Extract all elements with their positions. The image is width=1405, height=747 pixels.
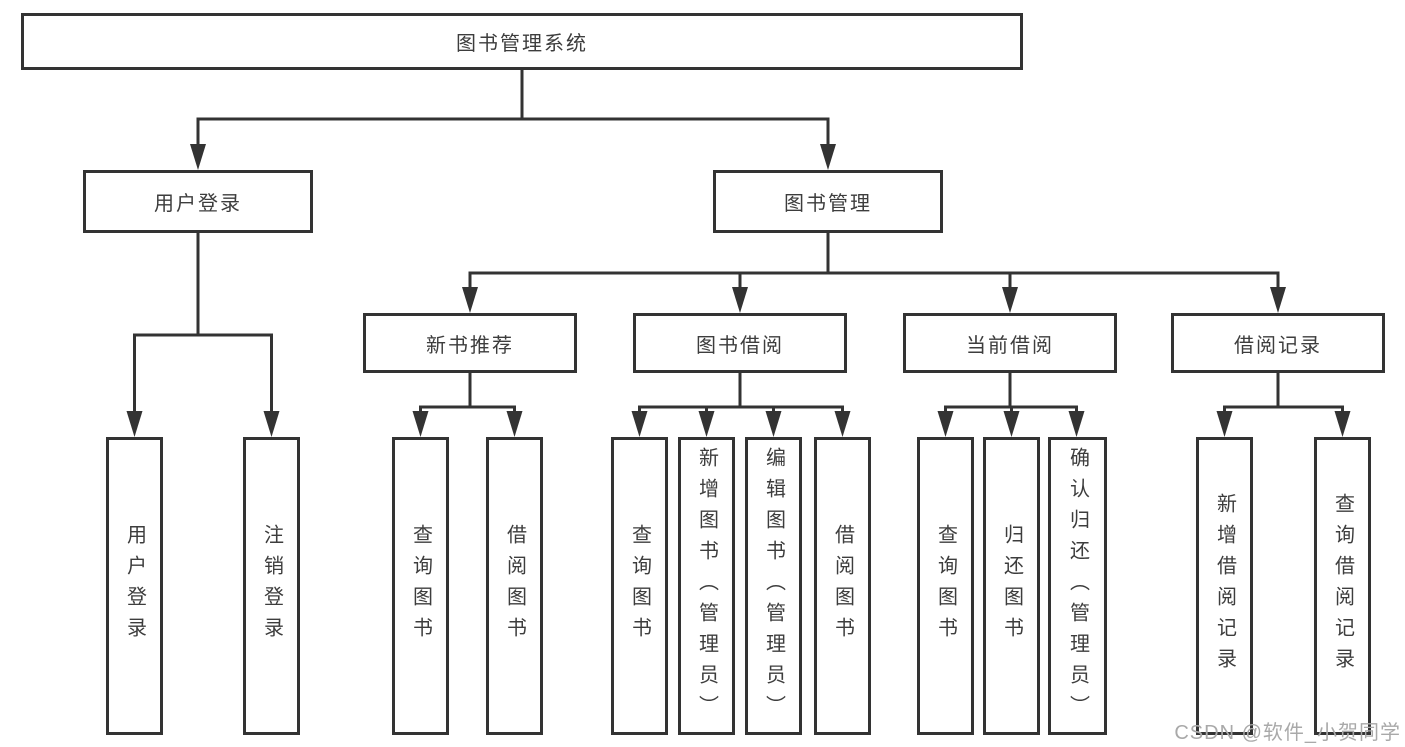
node-book-management: 图书管理 — [713, 170, 943, 233]
leaf-logout-label: 注销登录 — [260, 524, 283, 648]
connector-book-management-children — [462, 233, 1286, 313]
leaf-confirm-return-admin: 确认归还（管理员） — [1048, 437, 1107, 735]
leaf-confirm-return-admin-label: 确认归还（管理员） — [1066, 446, 1089, 726]
node-new-book-recommend: 新书推荐 — [363, 313, 577, 373]
node-book-borrow: 图书借阅 — [633, 313, 847, 373]
node-new-book-recommend-label: 新书推荐 — [426, 334, 514, 357]
node-book-borrow-label: 图书借阅 — [696, 334, 784, 357]
connector-current-borrow-children — [937, 373, 1085, 437]
leaf-recommend-query-books-label: 查询图书 — [409, 524, 432, 648]
node-book-management-label: 图书管理 — [784, 193, 872, 215]
node-user-login: 用户登录 — [83, 170, 313, 233]
leaf-recommend-borrow-books-label: 借阅图书 — [503, 524, 526, 648]
node-current-borrow-label: 当前借阅 — [966, 334, 1054, 357]
connector-new-book-recommend-children — [412, 373, 523, 437]
node-root: 图书管理系统 — [21, 13, 1023, 70]
connector-user-login-children — [126, 233, 280, 437]
node-current-borrow: 当前借阅 — [903, 313, 1117, 373]
leaf-add-book-admin-label: 新增图书（管理员） — [695, 446, 718, 726]
leaf-logout: 注销登录 — [243, 437, 300, 735]
leaf-query-borrow-record-label: 查询借阅记录 — [1331, 493, 1354, 679]
leaf-current-query-books-label: 查询图书 — [934, 524, 957, 648]
leaf-current-query-books: 查询图书 — [917, 437, 974, 735]
connector-book-borrow-children — [631, 373, 851, 437]
watermark: CSDN @软件_小贺同学 — [1174, 722, 1401, 744]
leaf-query-borrow-record: 查询借阅记录 — [1314, 437, 1371, 735]
leaf-return-books-label: 归还图书 — [1000, 524, 1023, 648]
leaf-edit-book-admin: 编辑图书（管理员） — [745, 437, 802, 735]
leaf-borrow-query-books: 查询图书 — [611, 437, 668, 735]
leaf-user-login: 用户登录 — [106, 437, 163, 735]
node-root-label: 图书管理系统 — [456, 33, 588, 55]
leaf-borrow-query-books-label: 查询图书 — [628, 524, 651, 648]
connector-borrow-records-children — [1216, 373, 1351, 437]
leaf-recommend-query-books: 查询图书 — [392, 437, 449, 735]
leaf-add-borrow-record: 新增借阅记录 — [1196, 437, 1253, 735]
leaf-return-books: 归还图书 — [983, 437, 1040, 735]
node-user-login-label: 用户登录 — [154, 193, 242, 215]
leaf-add-borrow-record-label: 新增借阅记录 — [1213, 493, 1236, 679]
connector-root-to-level2 — [190, 70, 836, 170]
leaf-add-book-admin: 新增图书（管理员） — [678, 437, 735, 735]
leaf-borrow-borrow-books-label: 借阅图书 — [831, 524, 854, 648]
leaf-user-login-label: 用户登录 — [123, 524, 146, 648]
leaf-recommend-borrow-books: 借阅图书 — [486, 437, 543, 735]
node-borrow-records: 借阅记录 — [1171, 313, 1385, 373]
leaf-edit-book-admin-label: 编辑图书（管理员） — [762, 446, 785, 726]
leaf-borrow-borrow-books: 借阅图书 — [814, 437, 871, 735]
node-borrow-records-label: 借阅记录 — [1234, 334, 1322, 357]
